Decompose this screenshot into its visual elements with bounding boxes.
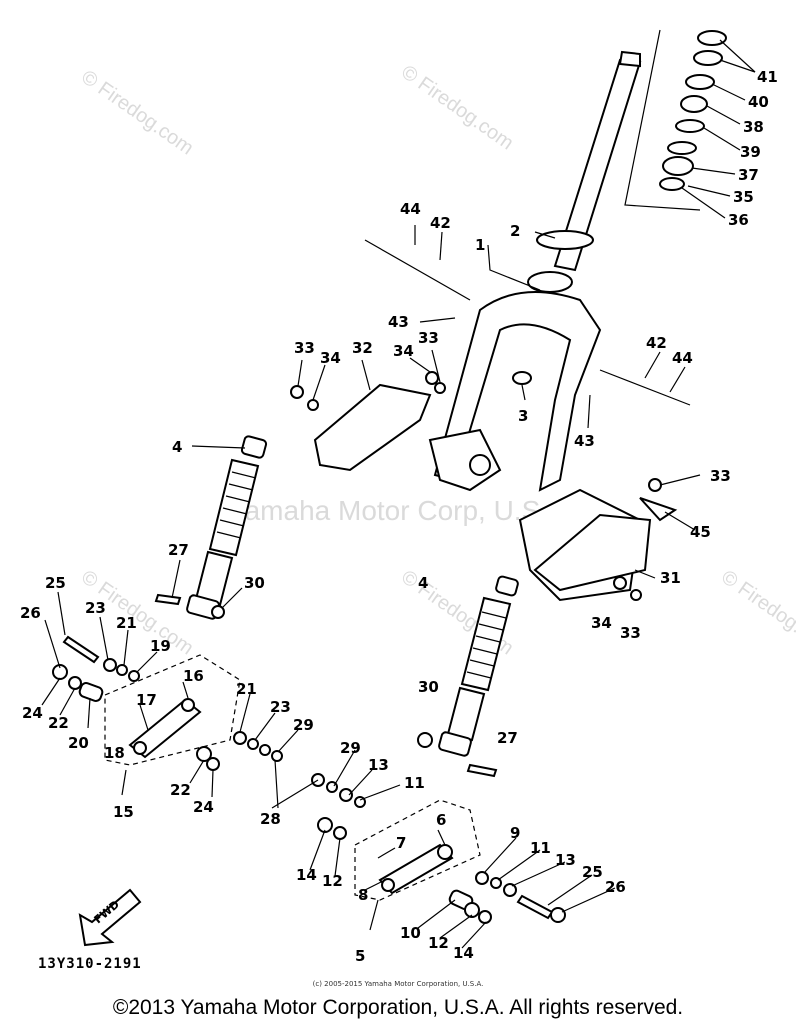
callout-44: 44 [672, 349, 693, 367]
callout-43: 43 [574, 432, 595, 450]
callout-10: 10 [400, 924, 421, 942]
watermark-center: Yamaha Motor Corp, U.S.A. [228, 495, 575, 526]
callout-6: 6 [436, 811, 446, 829]
callout-15: 15 [113, 803, 134, 821]
callout-22: 22 [48, 714, 69, 732]
callout-13: 13 [368, 756, 389, 774]
steering-column [527, 50, 642, 293]
callout-31: 31 [660, 569, 681, 587]
callout-4: 4 [172, 438, 182, 456]
callout-27: 27 [497, 729, 518, 747]
callout-36: 36 [728, 211, 749, 229]
left-cover [290, 371, 446, 472]
callout-26: 26 [20, 604, 41, 622]
callout-24: 24 [22, 704, 43, 722]
callout-33: 33 [620, 624, 641, 642]
callout-13: 13 [555, 851, 576, 869]
callout-29: 29 [340, 739, 361, 757]
callout-33: 33 [710, 467, 731, 485]
callout-20: 20 [68, 734, 89, 752]
parts-diagram: © Firedog.com © Firedog.com © Firedog.co… [20, 29, 796, 972]
callout-30: 30 [244, 574, 265, 592]
callout-28: 28 [260, 810, 281, 828]
callout-43: 43 [388, 313, 409, 331]
callout-12: 12 [428, 934, 449, 952]
callout-35: 35 [733, 188, 754, 206]
callout-37: 37 [738, 166, 759, 184]
callout-21: 21 [116, 614, 137, 632]
callout-1: 1 [475, 236, 485, 254]
callout-40: 40 [748, 93, 769, 111]
leader-lines [41, 39, 756, 949]
callout-42: 42 [646, 334, 667, 352]
left-shock-absorber [154, 435, 268, 620]
callout-25: 25 [45, 574, 66, 592]
callout-45: 45 [690, 523, 711, 541]
right-shock-absorber [417, 575, 519, 778]
callout-16: 16 [183, 667, 204, 685]
footer-copyright: ©2013 Yamaha Motor Corporation, U.S.A. A… [112, 996, 684, 1019]
fwd-arrow: FWD [78, 888, 142, 947]
callout-24: 24 [193, 798, 214, 816]
callout-23: 23 [85, 599, 106, 617]
callout-4: 4 [418, 574, 428, 592]
callout-30: 30 [418, 678, 439, 696]
reference-code: 13Y310-2191 [38, 956, 142, 972]
callout-32: 32 [352, 339, 373, 357]
callout-9: 9 [510, 824, 520, 842]
callout-41: 41 [757, 68, 778, 86]
callout-3: 3 [518, 407, 528, 425]
small-copyright: (c) 2005-2015 Yamaha Motor Corporation, … [312, 980, 484, 988]
callout-18: 18 [104, 744, 125, 762]
callout-22: 22 [170, 781, 191, 799]
callout-14: 14 [296, 866, 317, 884]
callout-34: 34 [591, 614, 612, 632]
watermark-firedog: © Firedog.com [77, 66, 197, 159]
callout-42: 42 [430, 214, 451, 232]
callout-11: 11 [404, 774, 425, 792]
callout-numbers: 41 40 38 39 37 35 36 2 1 44 42 43 33 34 … [20, 68, 778, 965]
callout-17: 17 [136, 691, 157, 709]
callout-11: 11 [530, 839, 551, 857]
callout-21: 21 [236, 680, 257, 698]
callout-33: 33 [294, 339, 315, 357]
callout-34: 34 [320, 349, 341, 367]
callout-44: 44 [400, 200, 421, 218]
top-hardware-stack [624, 29, 727, 211]
callout-33: 33 [418, 329, 439, 347]
callout-19: 19 [150, 637, 171, 655]
callout-25: 25 [582, 863, 603, 881]
callout-38: 38 [743, 118, 764, 136]
callout-7: 7 [396, 834, 406, 852]
callout-26: 26 [605, 878, 626, 896]
left-linkage [52, 635, 283, 771]
center-linkage [311, 773, 566, 924]
callout-23: 23 [270, 698, 291, 716]
callout-5: 5 [355, 947, 365, 965]
callout-8: 8 [358, 886, 368, 904]
callout-12: 12 [322, 872, 343, 890]
callout-27: 27 [168, 541, 189, 559]
callout-29: 29 [293, 716, 314, 734]
callout-34: 34 [393, 342, 414, 360]
watermark-firedog: © Firedog.com [717, 566, 796, 659]
callout-2: 2 [510, 222, 520, 240]
callout-39: 39 [740, 143, 761, 161]
callout-14: 14 [453, 944, 474, 962]
watermark-firedog: © Firedog.com [397, 61, 517, 154]
right-cover [533, 478, 678, 601]
